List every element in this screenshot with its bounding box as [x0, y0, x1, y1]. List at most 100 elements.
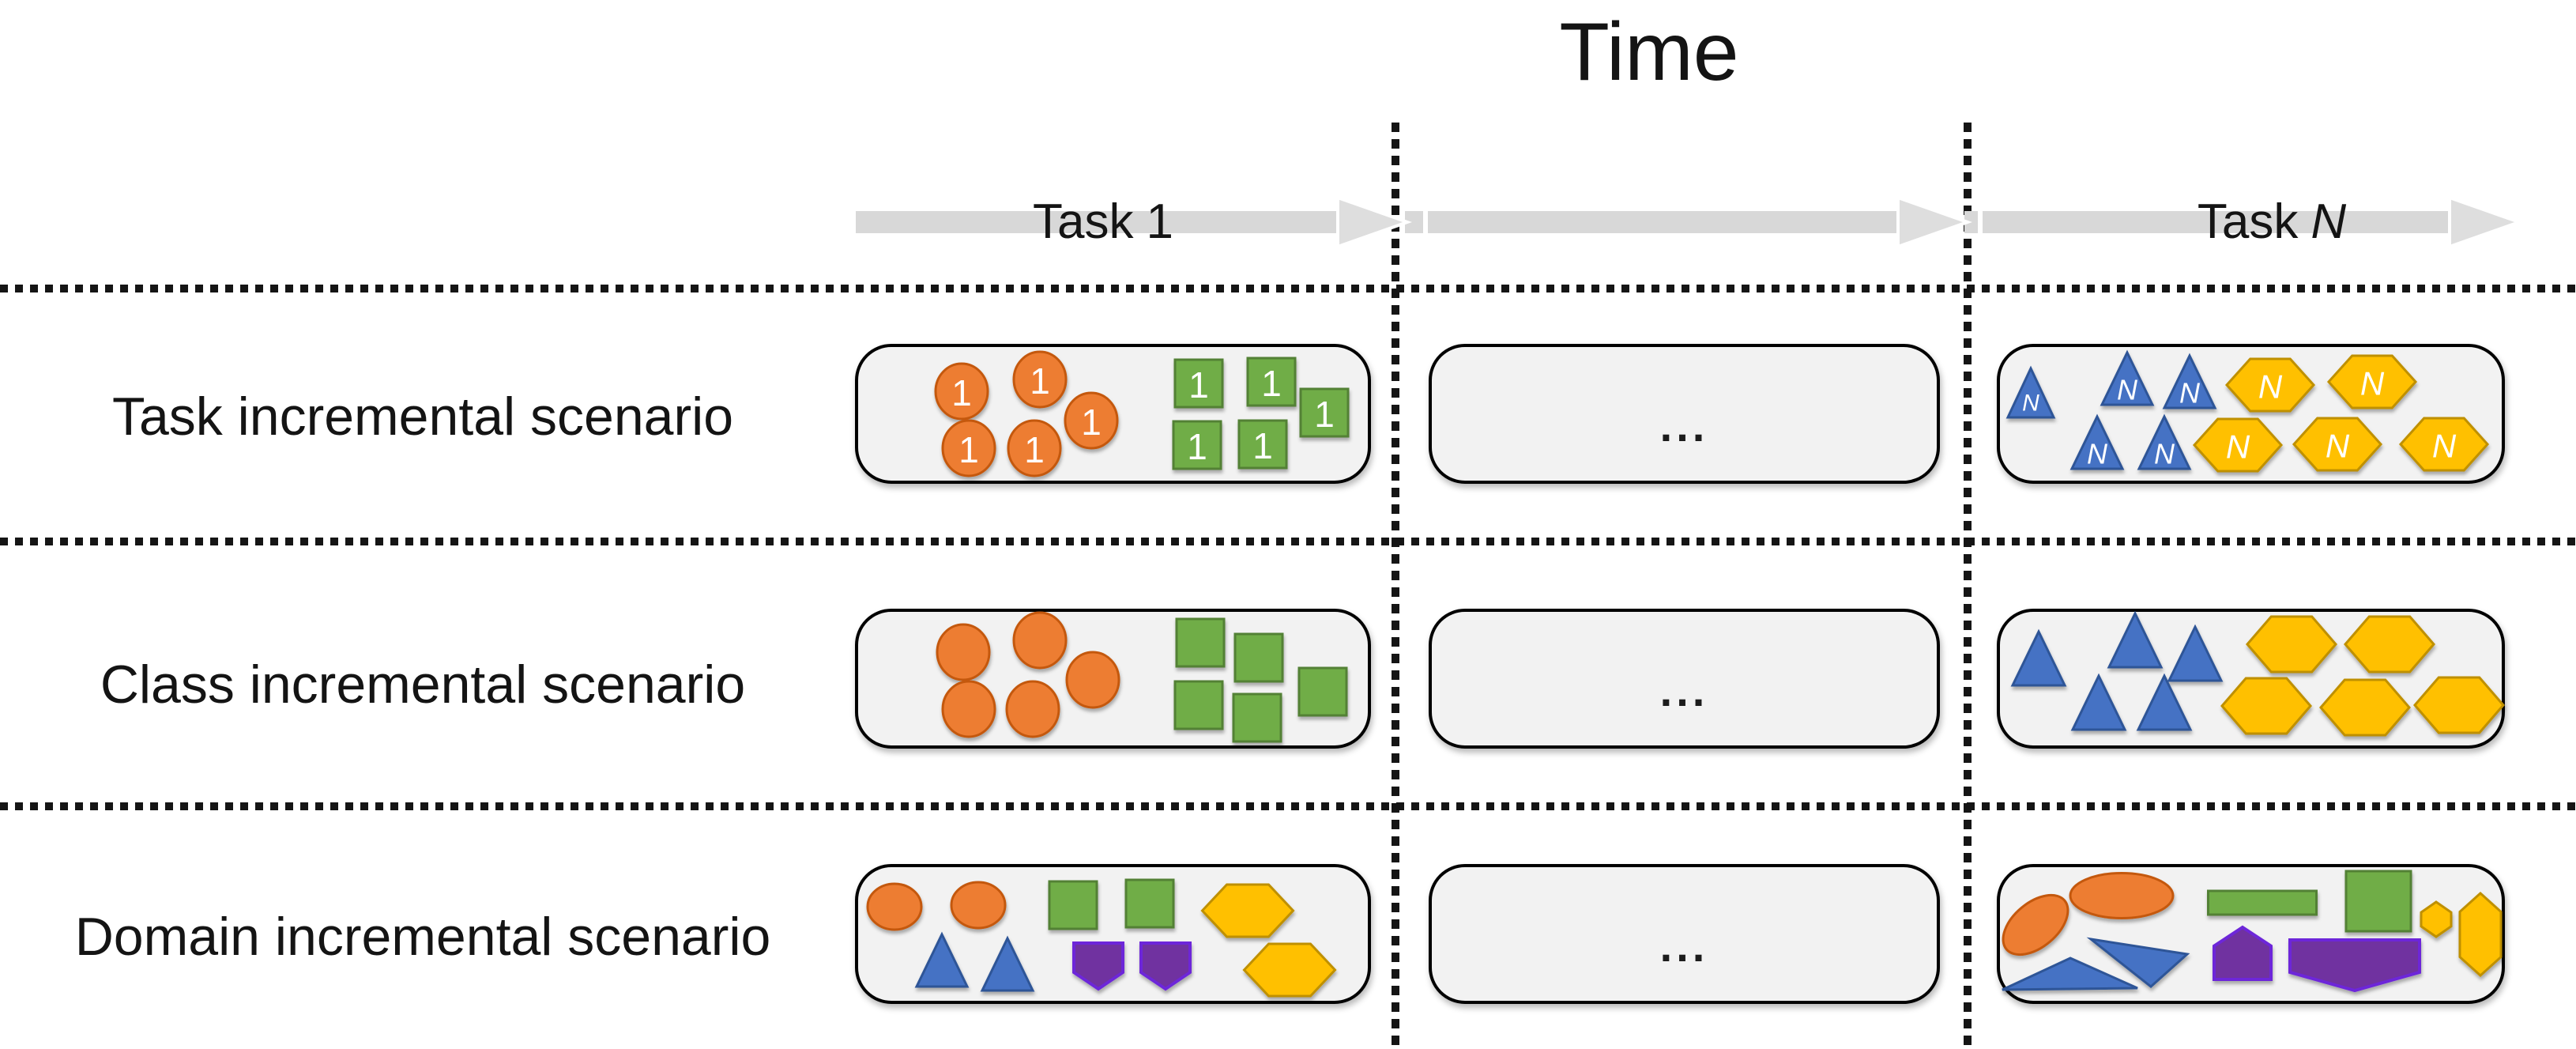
- shape-class-label: N: [2258, 368, 2283, 406]
- row-label-task-incremental: Task incremental scenario: [111, 387, 734, 447]
- green-square: [1232, 692, 1282, 743]
- orange-circle: [1065, 651, 1120, 709]
- class-incremental-middle-box: ...: [1429, 609, 1940, 749]
- row-separator-3: [0, 802, 2576, 810]
- purple-pentagon: [1072, 941, 1124, 991]
- shape-class-label: 1: [951, 372, 972, 413]
- yellow-hexagon: [1200, 883, 1295, 938]
- shape-class-label: 1: [1261, 363, 1282, 404]
- ellipsis-text: ...: [1659, 921, 1709, 971]
- arrow-head-task1: [1336, 195, 1413, 249]
- task-n-number: N: [2310, 194, 2347, 249]
- orange-ellipse-wide: [2069, 872, 2175, 919]
- orange-circle: [936, 623, 991, 681]
- row-separator-2: [0, 538, 2576, 545]
- yellow-hexagon: [2292, 417, 2383, 472]
- arrow-head-middle: [1896, 195, 1973, 249]
- green-square: [1175, 617, 1226, 668]
- orange-circle: [866, 882, 923, 931]
- green-square: [1172, 420, 1222, 470]
- arrow-head-taskN: [2448, 195, 2525, 249]
- blue-triangle: [2010, 628, 2067, 687]
- blue-triangle-rotated: [2086, 937, 2190, 988]
- shape-class-label: 1: [1187, 426, 1207, 467]
- column-divider-left: [1392, 123, 1399, 1049]
- purple-pentagon-up: [2213, 925, 2273, 981]
- green-square: [1124, 878, 1175, 929]
- green-square: [1299, 387, 1350, 438]
- shape-class-label: 1: [1081, 402, 1102, 443]
- row-label-domain-incremental: Domain incremental scenario: [74, 907, 771, 967]
- yellow-hexagon-small: [2420, 900, 2453, 938]
- blue-triangle: [2107, 610, 2164, 669]
- column-divider-right: [1964, 123, 1972, 1049]
- blue-triangle-flat: [2002, 957, 2138, 991]
- figure-title: Time: [1559, 6, 1739, 98]
- green-square: [1173, 358, 1224, 409]
- shape-class-label: 1: [1030, 360, 1050, 402]
- yellow-hexagon: [2344, 615, 2435, 674]
- green-square: [1048, 880, 1098, 930]
- arrow-body-task1: [856, 211, 1338, 233]
- blue-triangle: [2069, 413, 2125, 470]
- green-square: [1297, 666, 1348, 717]
- row-label-class-incremental: Class incremental scenario: [100, 655, 746, 715]
- domain-incremental-middle-box: ...: [1429, 864, 1940, 1004]
- shape-class-label: N: [2022, 391, 2039, 417]
- shape-class-label: N: [2154, 437, 2175, 470]
- blue-triangle: [2005, 365, 2056, 419]
- yellow-hexagon: [2398, 417, 2490, 472]
- blue-triangle: [2137, 413, 2192, 470]
- task-incremental-middle-box: ...: [1429, 344, 1940, 484]
- orange-circle: [1005, 680, 1060, 738]
- arrow-body-taskN: [1964, 211, 2450, 233]
- task-n-prefix: Task: [2197, 194, 2299, 249]
- shape-class-label: N: [2226, 428, 2250, 466]
- shape-class-label: N: [2087, 437, 2108, 470]
- green-square: [1237, 419, 1288, 470]
- blue-triangle: [2162, 353, 2217, 409]
- green-rect-tall: [2344, 870, 2412, 933]
- shape-class-label: 1: [1188, 364, 1209, 406]
- orange-ellipse-tilted: [2002, 893, 2069, 957]
- ellipsis-text: ...: [1659, 666, 1709, 715]
- shape-class-label: N: [2117, 373, 2138, 406]
- shape-class-label: N: [2432, 428, 2457, 465]
- yellow-hexagon: [2246, 615, 2337, 674]
- arrow-seam: [1978, 209, 1983, 235]
- green-square: [1173, 680, 1224, 730]
- orange-circle: [941, 680, 996, 738]
- blue-triangle: [2100, 349, 2155, 406]
- shape-class-label: 1: [1252, 425, 1273, 466]
- orange-circle: [934, 362, 989, 421]
- green-square: [1233, 632, 1284, 683]
- purple-pentagon-wide: [2288, 938, 2421, 993]
- blue-triangle: [980, 935, 1035, 992]
- yellow-hexagon: [2413, 676, 2505, 734]
- yellow-hexagon: [2220, 677, 2312, 735]
- arrow-body-middle: [1405, 211, 1898, 233]
- orange-circle: [1012, 350, 1068, 409]
- orange-circle: [1012, 611, 1068, 670]
- shape-class-label: N: [2360, 365, 2385, 402]
- yellow-hexagon: [2192, 417, 2284, 473]
- shape-class-label: 1: [958, 429, 979, 470]
- orange-circle: [1064, 391, 1119, 450]
- green-square: [1246, 357, 1297, 407]
- arrow-seam: [1423, 209, 1428, 235]
- orange-circle: [941, 419, 996, 477]
- green-rect-flat: [2207, 889, 2318, 916]
- shape-class-label: N: [2179, 376, 2201, 409]
- yellow-hexagon: [2319, 678, 2411, 737]
- shape-class-label: 1: [1024, 429, 1045, 470]
- blue-triangle: [914, 931, 970, 988]
- orange-circle: [1007, 419, 1062, 477]
- yellow-hexagon: [1242, 942, 1337, 998]
- blue-triangle: [2167, 624, 2224, 682]
- blue-triangle: [2136, 673, 2193, 731]
